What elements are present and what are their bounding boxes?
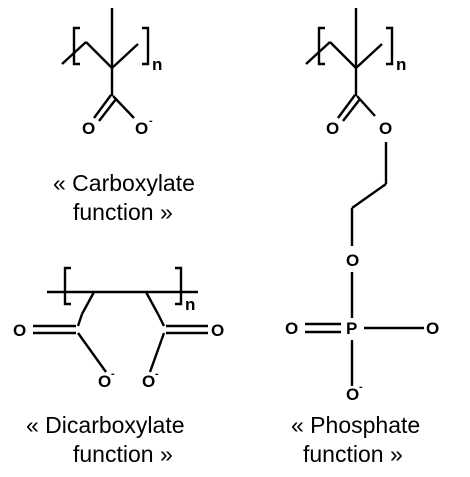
- phosphate-negative-charge: -: [359, 381, 363, 393]
- phosphate-oxygen-link: O: [346, 251, 359, 270]
- phosphate-caption-line2: function »: [303, 441, 403, 467]
- dicarboxylate-structure: n O O O - O - « Dicarboxylate function »: [13, 266, 224, 467]
- phosphate-backbone-mid: [329, 41, 357, 69]
- carboxylate-double-bond-a: [93, 94, 112, 119]
- carboxylate-caption-line2: function »: [73, 199, 173, 225]
- dicarboxylate-charge-left: -: [111, 368, 115, 380]
- carboxylate-right-bracket: [142, 26, 150, 66]
- dicarboxylate-right-single: [148, 332, 166, 373]
- phosphate-backbone-right: [355, 43, 383, 69]
- phosphate-right-bracket: [386, 26, 394, 66]
- phosphate-oxygen-right: O: [426, 319, 439, 338]
- carboxylate-double-bond-b: [98, 98, 117, 122]
- carboxylate-subscript-n: n: [152, 55, 162, 74]
- phosphate-oxygen-ester: O: [379, 119, 392, 138]
- phosphate-oxygen-double: O: [285, 319, 298, 338]
- dicarboxylate-right-arm-1: [144, 291, 160, 315]
- phosphate-backbone-left: [305, 41, 331, 65]
- dicarboxylate-oxygen-minus-left: O: [98, 372, 111, 391]
- dicarboxylate-right-bracket: [175, 266, 183, 306]
- dicarboxylate-caption-line1: « Dicarboxylate: [26, 412, 185, 438]
- phosphate-chain-diag: [351, 183, 387, 209]
- phosphate-carbonyl-a: [337, 94, 356, 119]
- carboxylate-backbone-right: [111, 43, 139, 69]
- carboxylate-backbone-mid: [85, 41, 113, 69]
- dicarboxylate-left-arm-2: [76, 313, 84, 327]
- carboxylate-negative-charge: -: [149, 115, 153, 127]
- carboxylate-caption-line1: « Carboxylate: [53, 170, 195, 196]
- carboxylate-single-bond: [112, 95, 135, 119]
- dicarboxylate-oxygen-minus-right: O: [142, 372, 155, 391]
- carboxylate-left-bracket: [72, 26, 80, 66]
- phosphate-ester-bond: [356, 95, 376, 117]
- carboxylate-oxygen-single: O: [135, 119, 148, 138]
- phosphate-left-bracket: [317, 26, 325, 66]
- dicarboxylate-left-single: [77, 332, 107, 373]
- phosphate-oxygen-carbonyl: O: [326, 119, 339, 138]
- dicarboxylate-left-bracket: [63, 266, 71, 306]
- dicarboxylate-oxygen-left: O: [13, 321, 26, 340]
- phosphate-caption-line1: « Phosphate: [291, 412, 420, 438]
- carboxylate-backbone-left: [61, 41, 87, 65]
- phosphate-carbonyl-b: [342, 98, 361, 122]
- phosphate-structure: n O O O O P O O - « Phosphate function »: [285, 8, 439, 467]
- dicarboxylate-subscript-n: n: [185, 295, 195, 314]
- dicarboxylate-left-arm-1: [80, 291, 96, 315]
- phosphate-subscript-n: n: [396, 55, 406, 74]
- dicarboxylate-oxygen-right: O: [211, 321, 224, 340]
- dicarboxylate-caption-line2: function »: [73, 441, 173, 467]
- carboxylate-structure: n O O - « Carboxylate function »: [53, 8, 195, 225]
- phosphate-phosphorus: P: [346, 319, 357, 338]
- carboxylate-oxygen-double: O: [82, 119, 95, 138]
- phosphate-oxygen-bottom: O: [346, 385, 359, 404]
- dicarboxylate-charge-right: -: [155, 368, 159, 380]
- dicarboxylate-right-arm-2: [156, 313, 166, 327]
